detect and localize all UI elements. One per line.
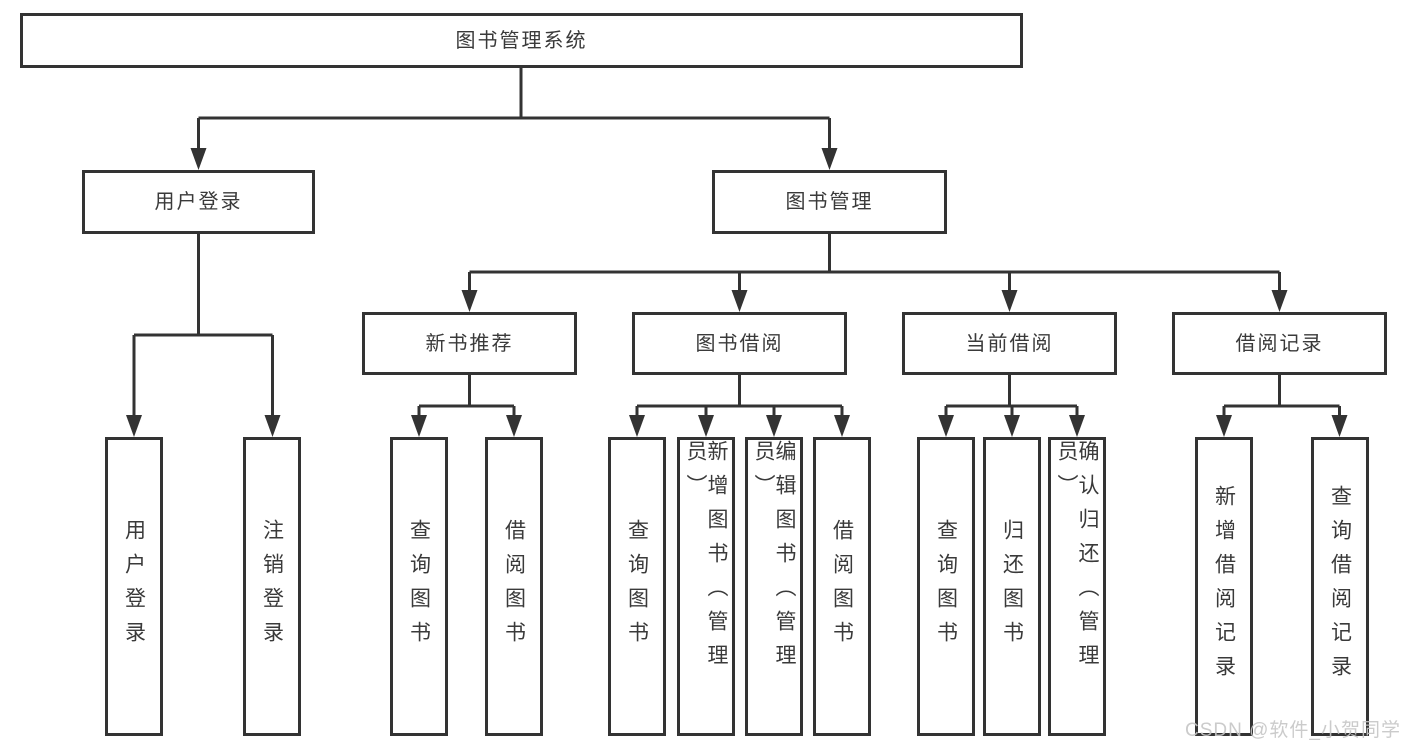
- leaf-borrow-add-book-admin: 新增图书（管理员）: [677, 437, 735, 736]
- node-root-system: 图书管理系统: [20, 13, 1023, 68]
- leaf-newbook-query-book: 查询图书: [390, 437, 448, 736]
- node-current-borrow: 当前借阅: [902, 312, 1117, 375]
- leaf-label: 新增借阅记录: [1212, 484, 1236, 689]
- leaf-current-confirm-return-admin: 确认归还（管理员）: [1048, 437, 1106, 736]
- leaf-label: 查询图书: [934, 518, 958, 655]
- leaf-label: 编辑图书（管理员）: [752, 440, 796, 678]
- leaf-current-return-book: 归还图书: [983, 437, 1041, 736]
- leaf-newbook-borrow-book: 借阅图书: [485, 437, 543, 736]
- leaf-label: 查询图书: [625, 518, 649, 655]
- csdn-watermark: CSDN @软件_小贺同学: [1185, 720, 1401, 741]
- leaf-label: 用户登录: [122, 518, 146, 655]
- leaf-label: 查询图书: [407, 518, 431, 655]
- leaf-label: 新增图书（管理员）: [684, 440, 728, 678]
- leaf-borrow-borrow-book: 借阅图书: [813, 437, 871, 736]
- node-borrow-record: 借阅记录: [1172, 312, 1387, 375]
- node-new-book-recommend: 新书推荐: [362, 312, 577, 375]
- leaf-current-query-book: 查询图书: [917, 437, 975, 736]
- leaf-logout: 注销登录: [243, 437, 301, 736]
- leaf-label: 借阅图书: [830, 518, 854, 655]
- leaf-borrow-query-book: 查询图书: [608, 437, 666, 736]
- node-book-management: 图书管理: [712, 170, 947, 234]
- leaf-label: 归还图书: [1000, 518, 1024, 655]
- leaf-label: 确认归还（管理员）: [1055, 440, 1099, 678]
- leaf-label: 查询借阅记录: [1328, 484, 1352, 689]
- node-book-borrow: 图书借阅: [632, 312, 847, 375]
- leaf-borrow-edit-book-admin: 编辑图书（管理员）: [745, 437, 803, 736]
- leaf-user-login: 用户登录: [105, 437, 163, 736]
- leaf-record-add-record: 新增借阅记录: [1195, 437, 1253, 736]
- leaf-record-query-record: 查询借阅记录: [1311, 437, 1369, 736]
- node-user-login: 用户登录: [82, 170, 315, 234]
- leaf-label: 注销登录: [260, 518, 284, 655]
- leaf-label: 借阅图书: [502, 518, 526, 655]
